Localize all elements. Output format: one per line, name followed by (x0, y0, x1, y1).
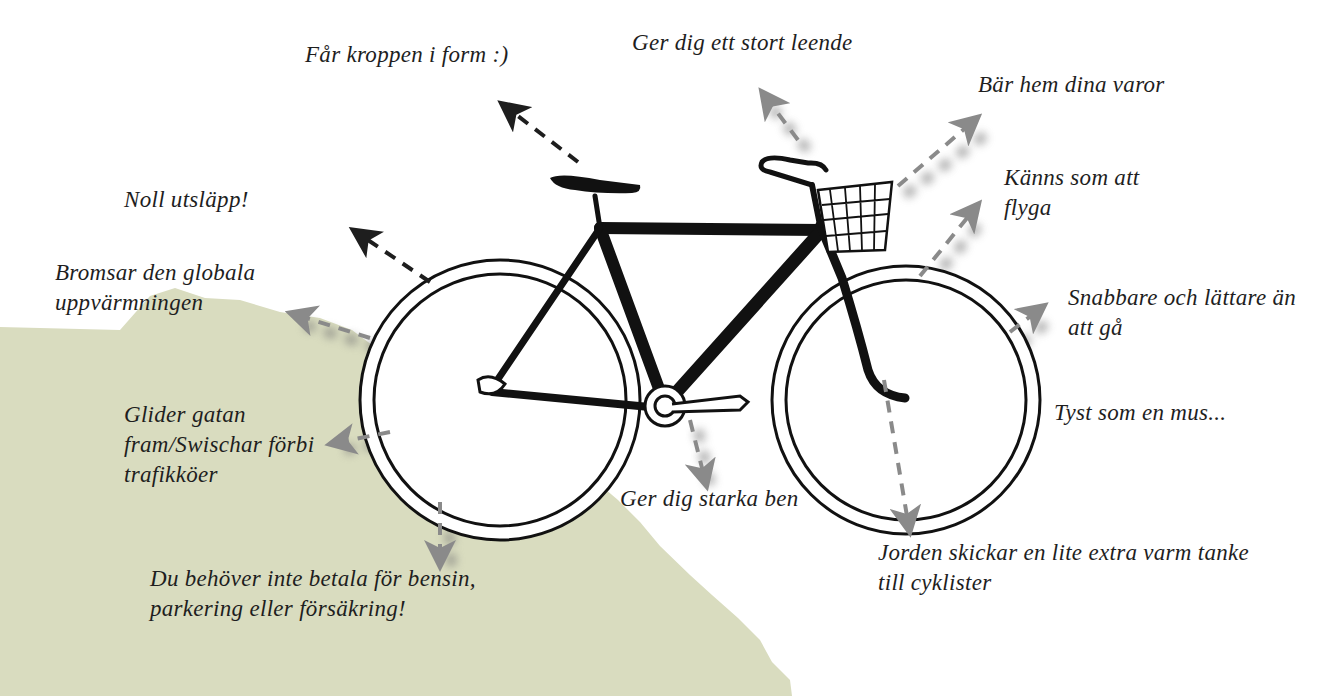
handlebar (761, 158, 826, 185)
arrow-shadows (305, 108, 1050, 575)
annotation-label: Ger dig starka ben (620, 484, 805, 514)
annotation-label: Jorden skickar en lite extra varm tanke … (878, 538, 1258, 598)
annotation-label: Glider gatan fram/Swischar förbi trafikk… (124, 400, 339, 490)
crank (478, 377, 748, 426)
annotation-label: Noll utsläpp! (124, 185, 354, 215)
leader-arrows (300, 100, 1036, 556)
annotation-label: Bromsar den globala uppvärmningen (55, 258, 305, 318)
annotation-label: Bär hem dina varor (978, 70, 1278, 100)
annotation-label: Du behöver inte betala för bensin, parke… (150, 564, 490, 624)
saddle (550, 175, 640, 193)
basket (818, 182, 892, 252)
annotation-label: Känns som att flyga (1004, 163, 1164, 223)
annotation-label: Snabbare och lättare än att gå (1068, 283, 1308, 343)
frame (492, 185, 905, 408)
wheels (360, 260, 1040, 540)
annotation-label: Ger dig ett stort leende (632, 28, 952, 58)
annotation-label: Får kroppen i form :) (305, 40, 605, 70)
annotation-label: Tyst som en mus... (1054, 398, 1324, 428)
